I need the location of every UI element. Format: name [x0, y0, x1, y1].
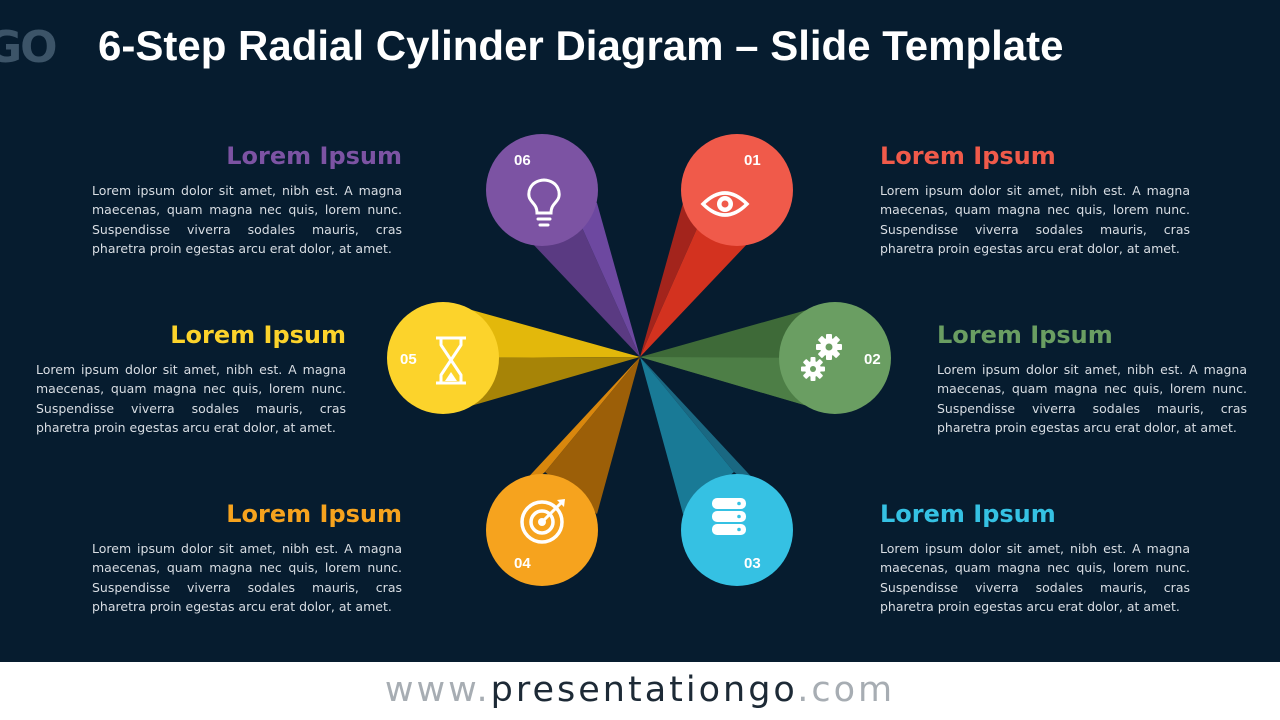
circle-05: [387, 302, 499, 414]
logo-fragment: GO: [0, 22, 58, 73]
step-01-heading: Lorem Ipsum: [880, 142, 1056, 170]
lightbulb-icon: [527, 178, 561, 227]
step-01-body: Lorem ipsum dolor sit amet, nibh est. A …: [880, 183, 1190, 256]
beam-03: [640, 357, 786, 514]
step-06-heading: Lorem Ipsum: [226, 142, 402, 170]
gears-icon: [801, 334, 842, 381]
footer-url-brand: presentationgo: [490, 670, 798, 710]
slide-title: 6-Step Radial Cylinder Diagram – Slide T…: [98, 22, 1064, 69]
eye-icon: [700, 191, 750, 217]
step-04-heading: Lorem Ipsum: [226, 500, 402, 528]
step-number-06: 06: [514, 152, 531, 169]
step-02-block: Lorem Ipsum Lorem ipsum dolor sit amet, …: [937, 320, 1247, 437]
circle-01: [681, 134, 793, 246]
step-05-block: Lorem Ipsum Lorem ipsum dolor sit amet, …: [36, 320, 346, 437]
step-02-body: Lorem ipsum dolor sit amet, nibh est. A …: [937, 362, 1247, 435]
radial-diagram: 06 01 02 03 04 05: [387, 134, 891, 586]
step-02-heading: Lorem Ipsum: [937, 321, 1113, 349]
step-number-05: 05: [400, 351, 417, 368]
footer-url-suffix: .com: [797, 670, 896, 710]
circle-02: [779, 302, 891, 414]
footer-url-prefix: www.: [384, 670, 491, 710]
step-number-01: 01: [744, 152, 761, 169]
step-06-body: Lorem ipsum dolor sit amet, nibh est. A …: [92, 183, 402, 256]
step-05-body: Lorem ipsum dolor sit amet, nibh est. A …: [36, 362, 346, 435]
circle-06: [486, 134, 598, 246]
step-01-block: Lorem Ipsum Lorem ipsum dolor sit amet, …: [880, 141, 1190, 258]
step-06-block: Lorem Ipsum Lorem ipsum dolor sit amet, …: [92, 141, 402, 258]
step-03-block: Lorem Ipsum Lorem ipsum dolor sit amet, …: [880, 499, 1190, 616]
hourglass-icon: [436, 336, 466, 385]
footer: www.presentationgo.com: [0, 662, 1280, 720]
step-number-03: 03: [744, 555, 761, 572]
slide: GO 6-Step Radial Cylinder Diagram – Slid…: [0, 22, 1247, 616]
step-number-04: 04: [514, 555, 531, 572]
database-icon: [712, 498, 746, 535]
step-03-heading: Lorem Ipsum: [880, 500, 1056, 528]
footer-url[interactable]: www.presentationgo.com: [385, 670, 895, 710]
step-04-block: Lorem Ipsum Lorem ipsum dolor sit amet, …: [92, 499, 402, 616]
step-number-02: 02: [864, 351, 881, 368]
step-04-body: Lorem ipsum dolor sit amet, nibh est. A …: [92, 541, 402, 614]
step-05-heading: Lorem Ipsum: [170, 321, 346, 349]
beam-04: [494, 357, 640, 514]
circle-04: [486, 474, 598, 586]
target-icon: [520, 499, 565, 544]
step-03-body: Lorem ipsum dolor sit amet, nibh est. A …: [880, 541, 1190, 614]
